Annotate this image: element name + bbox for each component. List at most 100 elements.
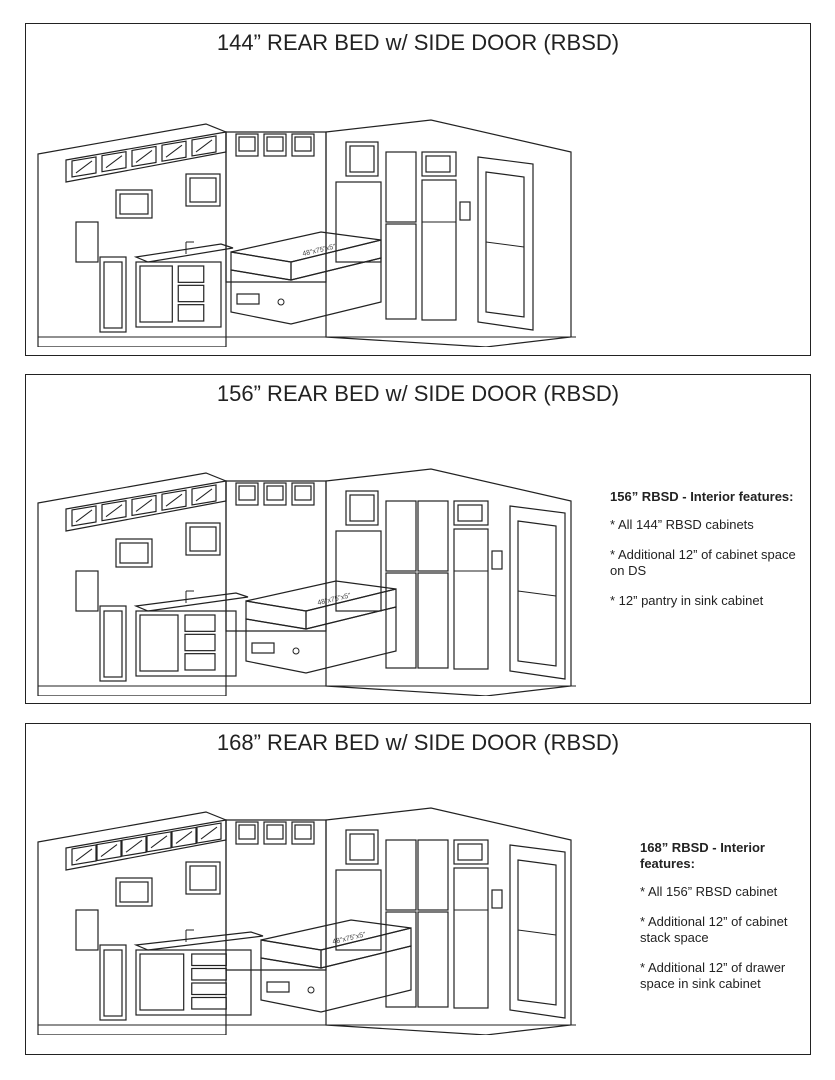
- side-door: [509, 505, 566, 680]
- side-door: [477, 156, 534, 331]
- glass-hatch: [195, 139, 213, 153]
- microwave-window: [457, 843, 483, 861]
- mattress-front: [230, 251, 292, 281]
- window-left-glass: [119, 542, 149, 564]
- rear-upper-cabinet: [235, 133, 259, 157]
- van-interior-svg: 48"x75"x5": [37, 119, 576, 347]
- side-cabinet: [75, 909, 99, 951]
- rear-upper-cabinet: [263, 821, 287, 845]
- tall-cabinet-lower: [417, 572, 449, 669]
- bed-base: [260, 945, 412, 1013]
- window-mid: [185, 522, 221, 556]
- window-left: [115, 538, 153, 568]
- rear-upper-cabinet-panel: [238, 824, 256, 840]
- upper-cabinet-door: [161, 489, 187, 511]
- rear-upper-cabinet-panel: [294, 485, 312, 501]
- glass-hatch: [75, 509, 93, 523]
- tall-cabinet-upper: [417, 839, 449, 911]
- panel-168-rbsd: 168” REAR BED w/ SIDE DOOR (RBSD) 48"x75…: [25, 723, 811, 1055]
- drawer: [191, 996, 227, 1010]
- vent-grille: [236, 293, 260, 305]
- glass-hatch: [200, 826, 218, 840]
- glass-hatch: [175, 831, 193, 844]
- rear-upper-cabinet: [235, 821, 259, 845]
- window-left-glass: [119, 881, 149, 903]
- upper-cabinet-strip: [65, 480, 227, 532]
- floor-cabinet: [99, 605, 127, 682]
- floor-cabinet-door: [103, 949, 123, 1017]
- cabinet-door: [139, 953, 185, 1011]
- mattress-side: [305, 588, 397, 630]
- glass-hatch: [135, 499, 153, 512]
- feature-item: * Additional 12” of cabinet stack space: [640, 914, 788, 945]
- rear-upper-cabinet-panel: [238, 136, 256, 152]
- features-title: 156” RBSD - Interior features:: [610, 489, 794, 504]
- tall-cabinet-upper: [385, 151, 417, 223]
- feature-item: * All 144” RBSD cabinets: [610, 517, 754, 532]
- bed-base: [230, 257, 382, 325]
- countertop: [133, 931, 264, 951]
- feature-item: * 12” pantry in sink cabinet: [610, 593, 764, 608]
- cabinet-door: [139, 614, 179, 672]
- outlet-icon: [277, 298, 285, 306]
- bed-size-label: 48"x75"x5": [317, 592, 352, 607]
- window-mid: [185, 173, 221, 207]
- glass-hatch: [195, 488, 213, 502]
- rear-upper-cabinet-panel: [294, 136, 312, 152]
- glass-hatch: [105, 155, 123, 169]
- upper-cabinet-door: [131, 145, 157, 168]
- glass-hatch: [75, 848, 93, 862]
- window-mid-glass: [189, 865, 217, 891]
- upper-cabinet-door: [71, 505, 97, 527]
- floor-cabinet-door: [103, 610, 123, 678]
- side-door-window: [485, 171, 525, 318]
- upper-cabinet-door: [101, 499, 127, 522]
- vent-grille: [251, 642, 275, 654]
- glass-hatch: [150, 835, 168, 849]
- floor-cabinet: [99, 256, 127, 333]
- rear-upper-cabinet: [291, 821, 315, 845]
- feature-item: * Additional 12” of drawer space in sink…: [640, 960, 786, 991]
- panel-title: 156” REAR BED w/ SIDE DOOR (RBSD): [216, 381, 620, 406]
- rear-wall: [225, 819, 327, 971]
- upper-cabinet-door: [121, 835, 147, 857]
- right-upper-cabinet: [345, 141, 379, 177]
- refrigerator: [421, 179, 457, 321]
- upper-cabinet-door: [146, 831, 172, 853]
- feature-item: * All 156” RBSD cabinet: [640, 884, 778, 899]
- glass-hatch: [75, 160, 93, 174]
- drawer: [177, 284, 205, 303]
- tall-cabinet-lower: [385, 572, 417, 669]
- features-list: 156” RBSD - Interior features: * All 144…: [610, 489, 806, 623]
- glass-hatch: [165, 493, 183, 507]
- drawing-group: 48"x75"x5": [37, 468, 576, 696]
- rear-upper-cabinet: [263, 133, 287, 157]
- drawer: [184, 653, 216, 671]
- window-left: [115, 877, 153, 907]
- bed-base: [245, 606, 397, 674]
- rear-upper-cabinet-panel: [266, 824, 284, 840]
- door-divider: [517, 929, 557, 936]
- right-upper-cabinet: [345, 829, 379, 865]
- rear-wall: [225, 480, 327, 632]
- microwave-window: [425, 155, 451, 173]
- rear-upper-cabinet-panel: [238, 485, 256, 501]
- side-door: [509, 844, 566, 1019]
- microwave: [453, 500, 489, 526]
- tall-cabinet-upper: [417, 500, 449, 572]
- countertop: [133, 243, 234, 263]
- van-interior-drawing: 48"x75"x5": [36, 112, 591, 347]
- van-interior-svg: 48"x75"x5": [37, 807, 576, 1035]
- door-divider: [517, 590, 557, 597]
- right-upper-cabinet-panel: [349, 145, 375, 173]
- drawer: [191, 967, 227, 981]
- right-upper-cabinet-panel: [349, 494, 375, 522]
- side-cabinet: [75, 221, 99, 263]
- floor-cabinet: [99, 944, 127, 1021]
- drawer: [177, 265, 205, 283]
- panel-144-rbsd: 144” REAR BED w/ SIDE DOOR (RBSD) 48"x75…: [25, 23, 811, 356]
- right-upper-cabinet-panel: [349, 833, 375, 861]
- drawer: [177, 304, 205, 322]
- outlet-icon: [292, 647, 300, 655]
- upper-cabinet-strip: [65, 131, 227, 183]
